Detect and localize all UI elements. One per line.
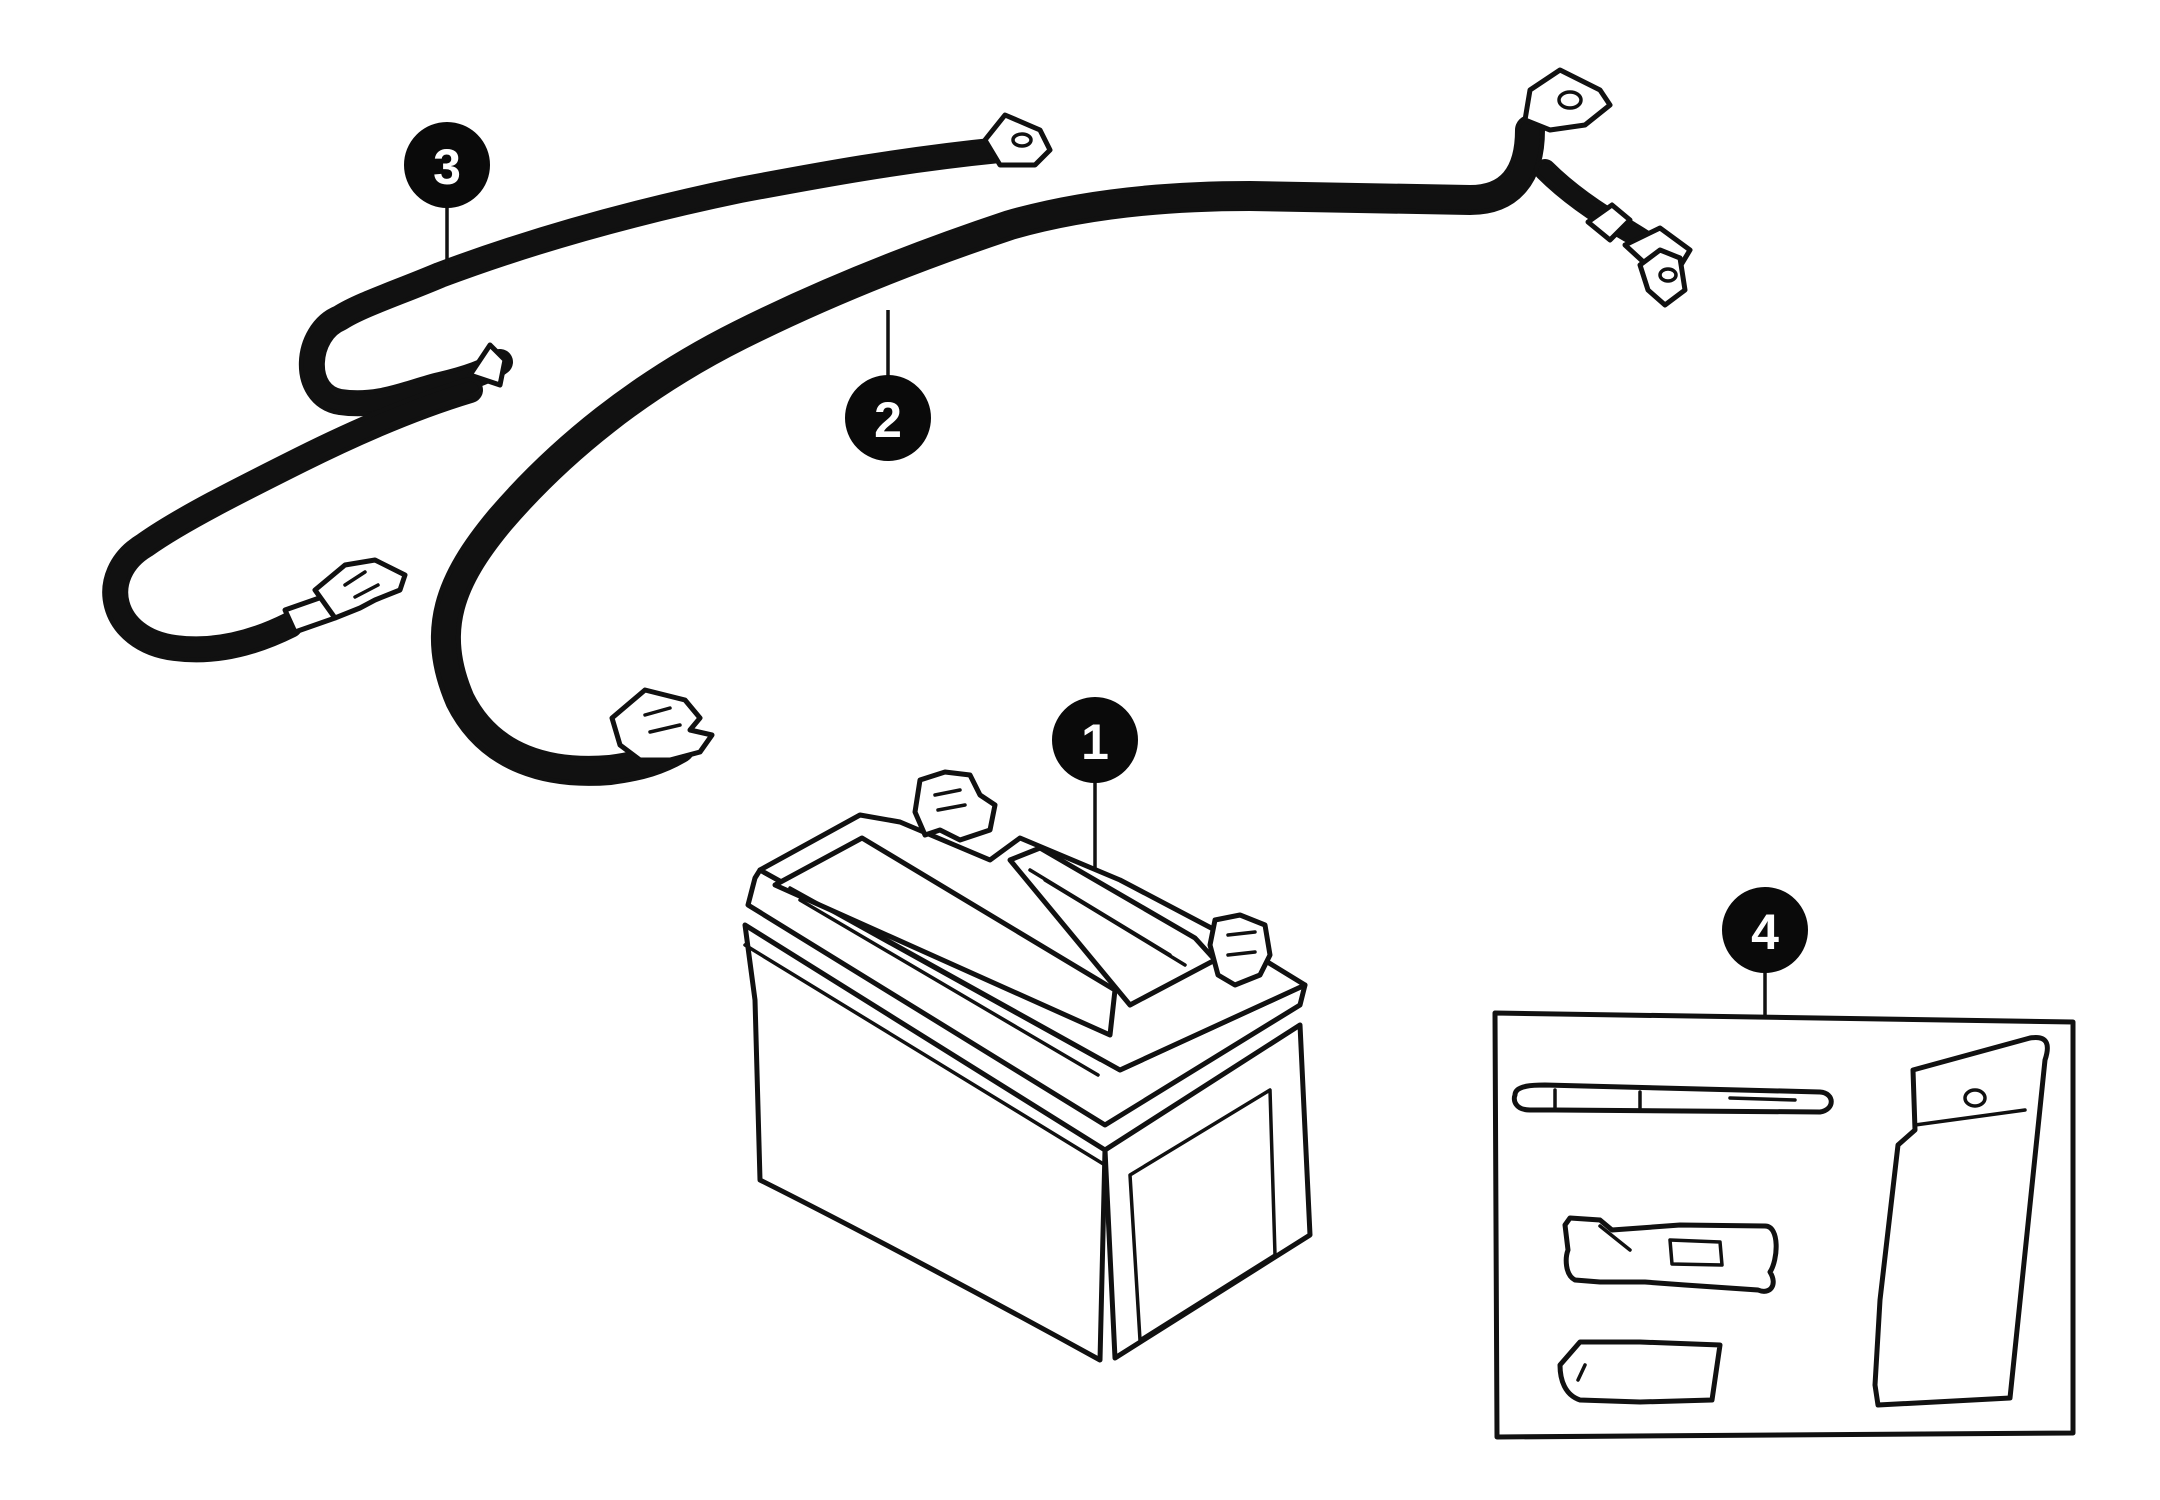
callout-leaders — [445, 205, 1767, 1018]
negative-cable — [102, 112, 1053, 663]
positive-cable — [430, 67, 1693, 786]
callout-2: 2 — [845, 375, 931, 461]
hardware-kit — [1492, 1010, 2076, 1440]
callout-1-number: 1 — [1081, 714, 1109, 770]
callout-4: 4 — [1722, 887, 1808, 973]
callout-4-number: 4 — [1751, 904, 1779, 960]
battery — [742, 769, 1313, 1363]
callout-1: 1 — [1052, 697, 1138, 783]
callout-2-number: 2 — [874, 392, 902, 448]
callout-3-number: 3 — [433, 139, 461, 195]
callout-3: 3 — [404, 122, 490, 208]
